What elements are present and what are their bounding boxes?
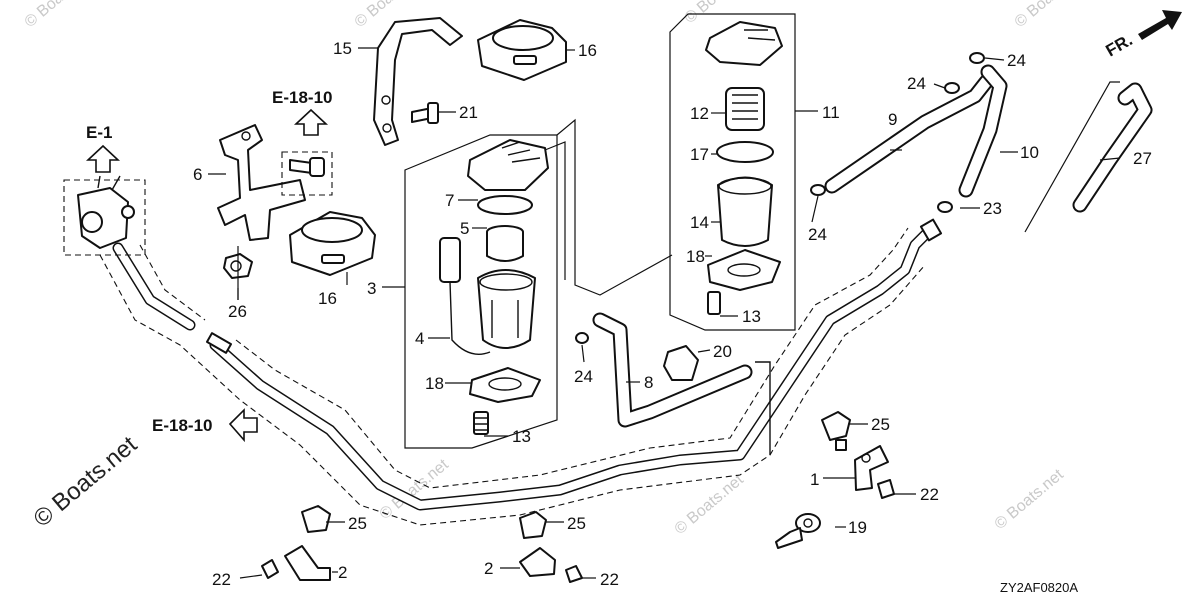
link-lines [544, 118, 673, 296]
clip-clamps [575, 52, 985, 344]
bracket-group-15 [373, 17, 463, 146]
callout-18: 18 [425, 374, 444, 393]
callout-12: 12 [690, 104, 709, 123]
reference-e1: E-1 [63, 123, 146, 256]
callout-17: 17 [690, 145, 709, 164]
diagram-code: ZY2AF0820A [1000, 580, 1078, 595]
reference-e18-top: E-18-10 [272, 88, 332, 136]
bracket-2-left [261, 505, 331, 581]
ref-e18-top-label: E-18-10 [272, 88, 332, 107]
up-arrow-icon [293, 108, 329, 136]
watermark: © Boats.net [672, 471, 748, 538]
clamp-25-right [821, 411, 851, 451]
hose-27 [1024, 81, 1153, 233]
callout-13: 13 [742, 307, 761, 326]
callout-22: 22 [920, 485, 939, 504]
watermark: © Boats.net [22, 0, 98, 31]
callout-24: 24 [574, 367, 593, 386]
filter-assembly-3 [404, 134, 558, 449]
callout-7: 7 [445, 191, 454, 210]
callout-6: 6 [193, 165, 202, 184]
clamp-16-top [477, 19, 567, 81]
callout-16: 16 [318, 289, 337, 308]
reference-e18-left: E-18-10 [152, 408, 258, 443]
bracket-group-6 [217, 124, 333, 300]
callout-1: 1 [810, 470, 819, 489]
bracket-2-middle [519, 511, 583, 583]
left-arrow-icon [228, 408, 258, 443]
callout-27: 27 [1133, 149, 1152, 168]
callout-2: 2 [484, 559, 493, 578]
hose-9 [824, 74, 994, 194]
callout-25: 25 [871, 415, 890, 434]
callout-22: 22 [600, 570, 619, 589]
callout-9: 9 [888, 110, 897, 129]
front-label: FR. [1103, 30, 1136, 60]
callout-15: 15 [333, 39, 352, 58]
callout-23: 23 [983, 199, 1002, 218]
clip-20 [663, 345, 699, 381]
callout-25: 25 [348, 514, 367, 533]
callout-10: 10 [1020, 143, 1039, 162]
clamp-16-lower [289, 211, 376, 276]
callout-2: 2 [338, 563, 347, 582]
watermark: © Boats.net [992, 466, 1068, 533]
callouts: 1 2 2 3 4 5 6 7 8 9 10 11 12 13 13 14 15… [193, 39, 1152, 589]
callout-20: 20 [713, 342, 732, 361]
callout-24: 24 [808, 225, 827, 244]
callout-21: 21 [459, 103, 478, 122]
callout-13: 13 [512, 427, 531, 446]
callout-14: 14 [690, 213, 709, 232]
watermark: © Boats.net [1012, 0, 1088, 31]
hose-8 [592, 312, 771, 455]
callout-16: 16 [578, 41, 597, 60]
callout-4: 4 [415, 329, 424, 348]
callout-24: 24 [1007, 51, 1026, 70]
leader-lines [208, 47, 1121, 579]
callout-3: 3 [367, 279, 376, 298]
ref-e1-label: E-1 [86, 123, 112, 142]
fuel-joint-body [77, 187, 129, 249]
callout-24: 24 [907, 74, 926, 93]
hose-10 [958, 64, 1008, 198]
callout-22: 22 [212, 570, 231, 589]
callout-8: 8 [644, 373, 653, 392]
front-direction: FR. [1103, 10, 1182, 60]
front-arrow-icon [1138, 10, 1182, 40]
watermark-main: © Boats.net [29, 431, 143, 533]
callout-11: 11 [822, 103, 840, 122]
filter-assembly-11 [669, 13, 796, 331]
callout-19: 19 [848, 518, 867, 537]
fuel-joint-19 [775, 513, 821, 549]
callout-18: 18 [686, 247, 705, 266]
callout-5: 5 [460, 219, 469, 238]
ref-e18-left-label: E-18-10 [152, 416, 212, 435]
bracket-1 [854, 445, 895, 499]
watermarks: © Boats.net © Boats.net © Boats.net © Bo… [22, 0, 1088, 538]
main-fuel-tube [99, 218, 943, 526]
callout-26: 26 [228, 302, 247, 321]
callout-25: 25 [567, 514, 586, 533]
up-arrow-icon [85, 144, 121, 173]
